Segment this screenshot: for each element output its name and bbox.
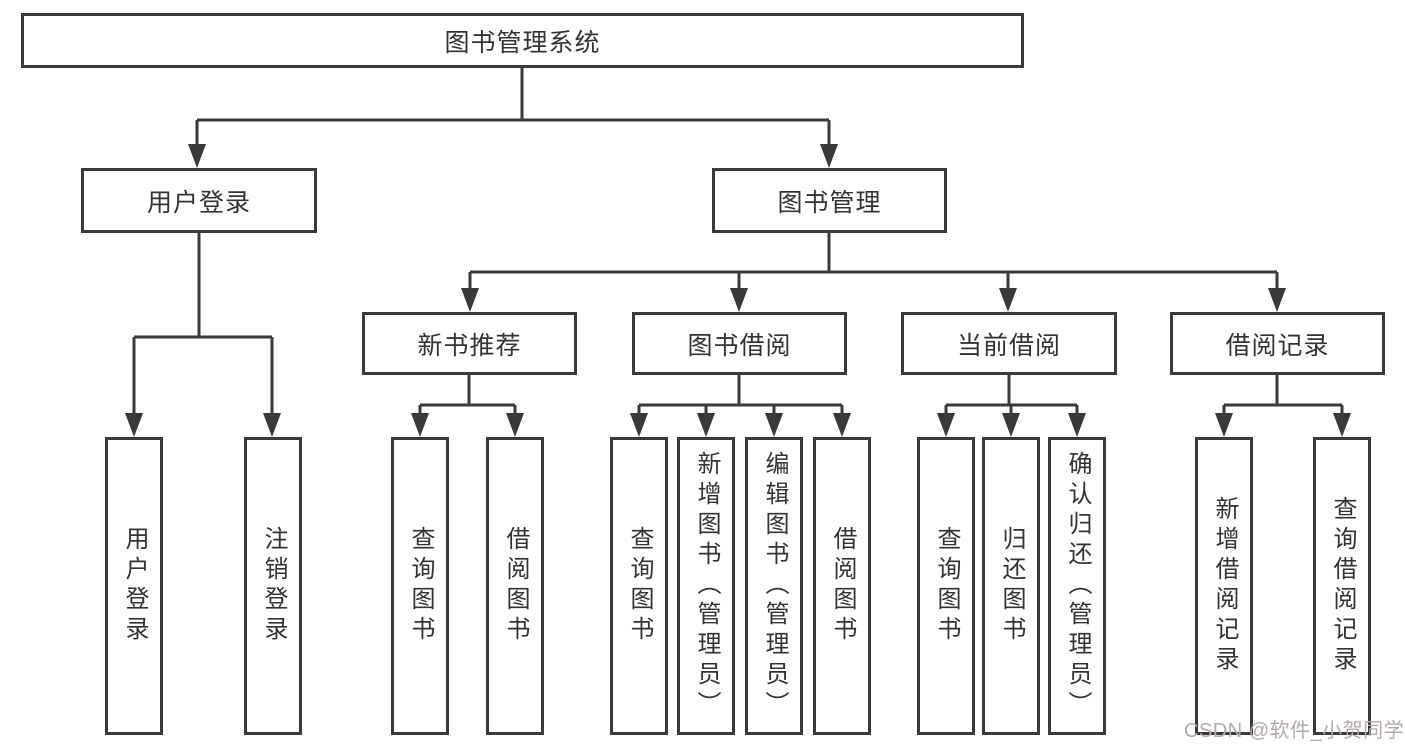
node-book-borrow-label: 图书借阅 [687, 331, 792, 360]
node-new-book-recommend-label: 新书推荐 [417, 331, 522, 360]
node-book-borrow: 图书借阅 [632, 312, 847, 375]
leaf-recommend-borrow-books: 借阅图书 [486, 437, 544, 735]
node-user-login-label: 用户登录 [146, 188, 251, 217]
csdn-watermark: CSDN @软件_小贺同学 [1184, 720, 1405, 742]
leaf-edit-books-admin: 编辑图书（管理员） [745, 437, 803, 735]
node-new-book-recommend: 新书推荐 [362, 312, 577, 375]
node-book-management-label: 图书管理 [777, 188, 882, 217]
leaf-logout-label: 注销登录 [260, 526, 287, 646]
leaf-user-login: 用户登录 [105, 437, 163, 735]
node-user-login: 用户登录 [81, 168, 317, 233]
leaf-confirm-return-admin-label: 确认归还（管理员） [1064, 451, 1091, 721]
node-borrow-records-label: 借阅记录 [1225, 331, 1330, 360]
node-root-label: 图书管理系统 [444, 28, 601, 57]
leaf-add-borrow-record-label: 新增借阅记录 [1211, 496, 1238, 676]
node-current-borrow-label: 当前借阅 [956, 331, 1061, 360]
leaf-add-borrow-record: 新增借阅记录 [1195, 437, 1253, 735]
leaf-logout: 注销登录 [244, 437, 302, 735]
leaf-edit-books-admin-label: 编辑图书（管理员） [761, 451, 788, 721]
leaf-add-books-admin-label: 新增图书（管理员） [693, 451, 720, 721]
leaf-borrow-query-books: 查询图书 [610, 437, 668, 735]
leaf-current-query-books-label: 查询图书 [933, 526, 960, 646]
leaf-confirm-return-admin: 确认归还（管理员） [1048, 437, 1106, 735]
leaf-user-login-label: 用户登录 [121, 526, 148, 646]
leaf-current-query-books: 查询图书 [917, 437, 975, 735]
leaf-query-borrow-record: 查询借阅记录 [1313, 437, 1371, 735]
leaf-borrow-books: 借阅图书 [813, 437, 871, 735]
node-book-management: 图书管理 [712, 168, 947, 233]
leaf-borrow-query-books-label: 查询图书 [626, 526, 653, 646]
leaf-recommend-query-books: 查询图书 [391, 437, 449, 735]
node-root: 图书管理系统 [21, 13, 1024, 68]
leaf-borrow-books-label: 借阅图书 [829, 526, 856, 646]
leaf-recommend-borrow-books-label: 借阅图书 [502, 526, 529, 646]
arrowheads [125, 144, 1351, 437]
leaf-recommend-query-books-label: 查询图书 [407, 526, 434, 646]
node-borrow-records: 借阅记录 [1170, 312, 1385, 375]
leaf-add-books-admin: 新增图书（管理员） [677, 437, 735, 735]
node-current-borrow: 当前借阅 [901, 312, 1117, 375]
leaf-return-books-label: 归还图书 [998, 526, 1025, 646]
leaf-return-books: 归还图书 [982, 437, 1040, 735]
leaf-query-borrow-record-label: 查询借阅记录 [1329, 496, 1356, 676]
